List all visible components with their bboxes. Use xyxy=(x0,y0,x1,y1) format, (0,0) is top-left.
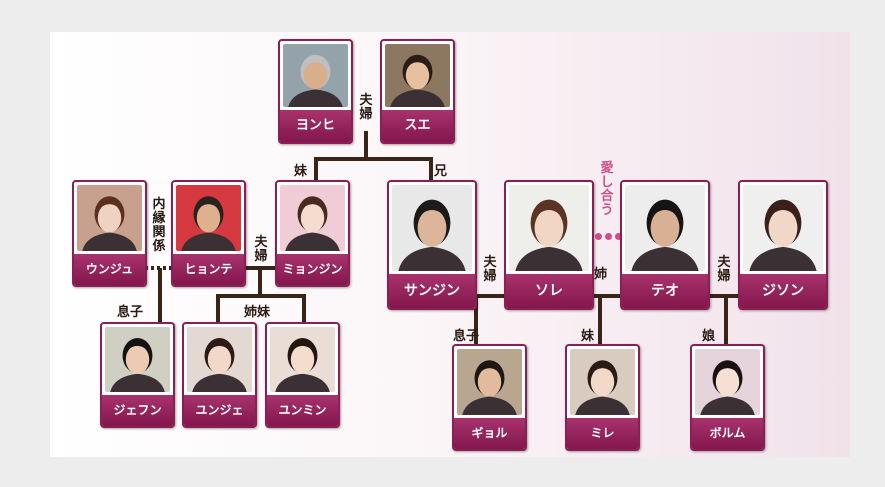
person-card-jison: ジソン xyxy=(738,180,828,310)
portrait-photo xyxy=(77,185,142,251)
connector-line xyxy=(314,157,318,185)
portrait-photo xyxy=(105,327,170,392)
portrait-photo xyxy=(385,44,450,107)
relation-mid-couple: 夫婦 xyxy=(254,235,268,264)
portrait-photo xyxy=(270,327,335,392)
relation-daughter: 娘 xyxy=(702,329,716,344)
person-card-yunje: ユンジェ xyxy=(182,322,257,428)
family-tree-diagram: 夫婦 妹 兄 内縁関係 夫婦 姉妹 息子 夫婦 姉 愛し合う 夫婦 息子 妹 娘… xyxy=(50,32,850,457)
person-card-unju: ウンジュ xyxy=(72,180,147,287)
person-card-borumu: ボルム xyxy=(690,344,765,451)
person-card-sue: スエ xyxy=(380,39,455,144)
name-label: ユンミン xyxy=(267,395,338,426)
name-label: ソレ xyxy=(506,274,592,308)
person-card-sore: ソレ xyxy=(504,180,594,310)
relation-hidden: 内縁関係 xyxy=(152,197,166,254)
name-label: ミレ xyxy=(567,418,638,449)
relation-sister: 妹 xyxy=(294,164,308,179)
relation-sisters: 姉妹 xyxy=(244,305,271,320)
portrait-photo xyxy=(457,349,522,415)
connector-line xyxy=(591,294,620,298)
person-card-jefun: ジェフン xyxy=(100,322,175,428)
name-label: スエ xyxy=(382,110,453,142)
portrait-photo xyxy=(176,185,241,251)
connector-line xyxy=(598,294,602,346)
connector-line xyxy=(216,294,220,324)
person-card-yonhi: ヨンヒ xyxy=(278,39,353,144)
portrait-photo xyxy=(283,44,348,107)
portrait-photo xyxy=(187,327,252,392)
name-label: ボルム xyxy=(692,418,763,449)
person-card-teo: テオ xyxy=(620,180,710,310)
relation-far-couple: 夫婦 xyxy=(717,255,731,284)
relation-top-couple: 夫婦 xyxy=(359,93,373,122)
connector-line xyxy=(474,294,506,298)
relation-love: 愛し合う xyxy=(600,161,614,218)
portrait-photo xyxy=(570,349,635,415)
person-card-yunmin: ユンミン xyxy=(265,322,340,428)
portrait-photo xyxy=(625,185,705,271)
connector-line xyxy=(258,268,262,296)
connector-line xyxy=(216,294,306,298)
name-label: ミョンジン xyxy=(277,254,348,285)
name-label: ギョル xyxy=(454,418,525,449)
name-label: ヒョンテ xyxy=(173,254,244,285)
connector-line xyxy=(302,294,306,324)
connector-line xyxy=(724,296,728,346)
connector-line xyxy=(364,131,368,159)
name-label: ジソン xyxy=(740,274,826,308)
name-label: ユンジェ xyxy=(184,395,255,426)
connector-line xyxy=(314,157,432,161)
person-card-gyoru: ギョル xyxy=(452,344,527,451)
person-card-hyonte: ヒョンテ xyxy=(171,180,246,287)
relation-son-left: 息子 xyxy=(117,305,144,320)
relation-brother: 兄 xyxy=(434,164,448,179)
name-label: ジェフン xyxy=(102,395,173,426)
person-card-myonjin: ミョンジン xyxy=(275,180,350,287)
connector-line xyxy=(474,294,478,346)
portrait-photo xyxy=(509,185,589,271)
name-label: ヨンヒ xyxy=(280,110,351,142)
portrait-photo xyxy=(280,185,345,251)
relation-older-sister: 姉 xyxy=(594,267,608,282)
person-card-sanjin: サンジン xyxy=(387,180,477,310)
relation-son-right: 息子 xyxy=(453,329,480,344)
name-label: テオ xyxy=(622,274,708,308)
person-card-mire: ミレ xyxy=(565,344,640,451)
relation-right-couple: 夫婦 xyxy=(483,255,497,284)
connector-line xyxy=(158,268,162,324)
portrait-photo xyxy=(392,185,472,271)
name-label: サンジン xyxy=(389,274,475,308)
name-label: ウンジュ xyxy=(74,254,145,285)
portrait-photo xyxy=(743,185,823,271)
relation-younger-sister: 妹 xyxy=(581,329,595,344)
love-dots xyxy=(595,225,625,240)
connector-line xyxy=(429,157,433,185)
portrait-photo xyxy=(695,349,760,415)
